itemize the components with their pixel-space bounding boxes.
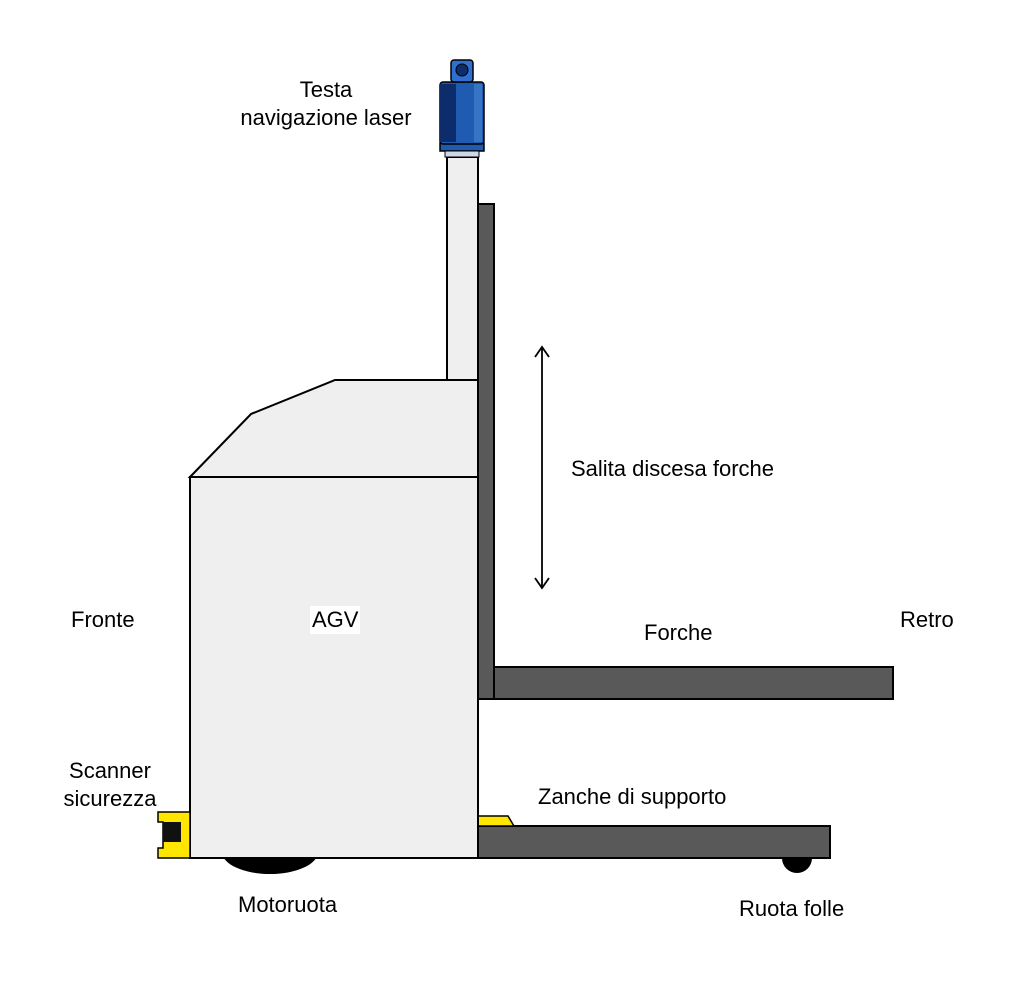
- label-front: Fronte: [71, 607, 135, 632]
- support-leg: [477, 825, 831, 859]
- forks: [493, 666, 894, 700]
- label-laser-head-line2: navigazione laser: [240, 105, 412, 130]
- label-scanner: Scanner sicurezza: [50, 757, 170, 813]
- lift-arrow: [534, 345, 550, 590]
- label-scanner-line2: sicurezza: [63, 786, 157, 811]
- label-agv: AGV: [310, 606, 361, 634]
- safety-scanner: [157, 811, 191, 859]
- mast: [477, 203, 495, 700]
- label-fork-lift: Salita discesa forche: [571, 456, 774, 481]
- laser-head: [439, 59, 485, 158]
- laser-column: [446, 156, 479, 381]
- label-back: Retro: [900, 607, 954, 632]
- label-idle-wheel: Ruota folle: [739, 896, 845, 921]
- label-support-legs: Zanche di supporto: [538, 784, 727, 809]
- label-laser-head: Testa navigazione laser: [206, 76, 446, 132]
- label-forks: Forche: [644, 620, 713, 645]
- label-scanner-line1: Scanner: [69, 758, 151, 783]
- label-drive-wheel: Motoruota: [238, 892, 338, 917]
- upper-housing: [187, 379, 479, 478]
- label-laser-head-line1: Testa: [299, 77, 353, 102]
- agv-body: [189, 476, 479, 859]
- rear-sensor: [477, 815, 516, 827]
